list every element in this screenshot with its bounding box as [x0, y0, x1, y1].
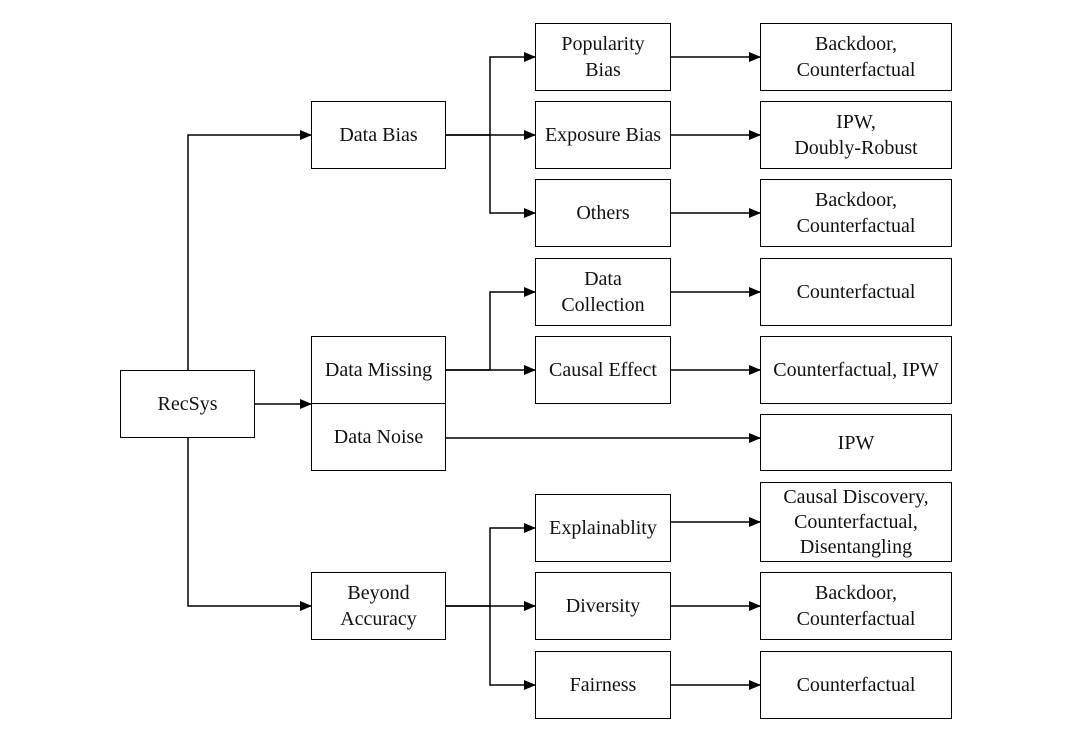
- edge-beyond-fairness: [489, 606, 536, 690]
- node-causal-effect: Causal Effect: [535, 336, 671, 404]
- node-diversity: Diversity: [535, 572, 671, 640]
- edge-data-bias-popularity: [446, 52, 536, 136]
- node-method-causal-effect-label: Counterfactual, IPW: [773, 359, 939, 381]
- node-data-missing-label: Data Missing: [324, 359, 433, 381]
- node-others: Others: [535, 179, 671, 247]
- node-recsys: RecSys: [120, 370, 255, 438]
- node-method-others-label: Backdoor, Counterfactual: [796, 189, 916, 237]
- node-method-diversity: Backdoor, Counterfactual: [760, 572, 952, 640]
- node-method-data-noise: IPW: [760, 414, 952, 471]
- node-recsys-label: RecSys: [157, 393, 218, 415]
- edge-data-bias-others: [489, 135, 536, 218]
- node-fairness-label: Fairness: [569, 674, 637, 696]
- node-data-missing: Data Missing: [311, 336, 446, 404]
- node-data-collection-label: Data Collection: [561, 268, 645, 316]
- node-popularity-bias-label: Popularity Bias: [561, 33, 645, 81]
- node-data-bias-label: Data Bias: [339, 124, 418, 146]
- node-method-popularity: Backdoor, Counterfactual: [760, 23, 952, 91]
- node-method-exposure-label: IPW, Doubly-Robust: [794, 111, 918, 159]
- node-method-explainability-label: Causal Discovery, Counterfactual, Disent…: [783, 485, 929, 558]
- node-method-data-noise-label: IPW: [837, 431, 875, 454]
- node-data-bias: Data Bias: [311, 101, 446, 169]
- node-others-label: Others: [576, 202, 630, 224]
- node-method-exposure: IPW, Doubly-Robust: [760, 101, 952, 169]
- node-fairness: Fairness: [535, 651, 671, 719]
- edge-beyond-explainability: [446, 523, 536, 607]
- node-method-explainability: Causal Discovery, Counterfactual, Disent…: [760, 482, 952, 562]
- node-method-data-collection-label: Counterfactual: [796, 281, 916, 303]
- node-method-causal-effect: Counterfactual, IPW: [760, 336, 952, 404]
- node-causal-effect-label: Causal Effect: [549, 359, 657, 381]
- node-diversity-label: Diversity: [565, 595, 641, 617]
- node-data-noise-label: Data Noise: [333, 426, 424, 448]
- node-explainability-label: Explainablity: [549, 517, 657, 539]
- node-popularity-bias: Popularity Bias: [535, 23, 671, 91]
- edge-recsys-beyond-accuracy: [187, 438, 312, 611]
- node-method-fairness: Counterfactual: [760, 651, 952, 719]
- edge-recsys-data-bias: [187, 130, 312, 370]
- node-explainability: Explainablity: [535, 494, 671, 562]
- node-method-fairness-label: Counterfactual: [796, 674, 916, 696]
- edge-data-missing-collection: [446, 287, 536, 371]
- node-beyond-accuracy: Beyond Accuracy: [311, 572, 446, 640]
- node-exposure-bias-label: Exposure Bias: [544, 124, 662, 146]
- node-data-noise: Data Noise: [311, 403, 446, 471]
- node-method-diversity-label: Backdoor, Counterfactual: [796, 582, 916, 630]
- node-method-popularity-label: Backdoor, Counterfactual: [796, 33, 916, 81]
- node-data-collection: Data Collection: [535, 258, 671, 326]
- node-beyond-accuracy-label: Beyond Accuracy: [340, 582, 417, 630]
- node-method-data-collection: Counterfactual: [760, 258, 952, 326]
- node-exposure-bias: Exposure Bias: [535, 101, 671, 169]
- node-method-others: Backdoor, Counterfactual: [760, 179, 952, 247]
